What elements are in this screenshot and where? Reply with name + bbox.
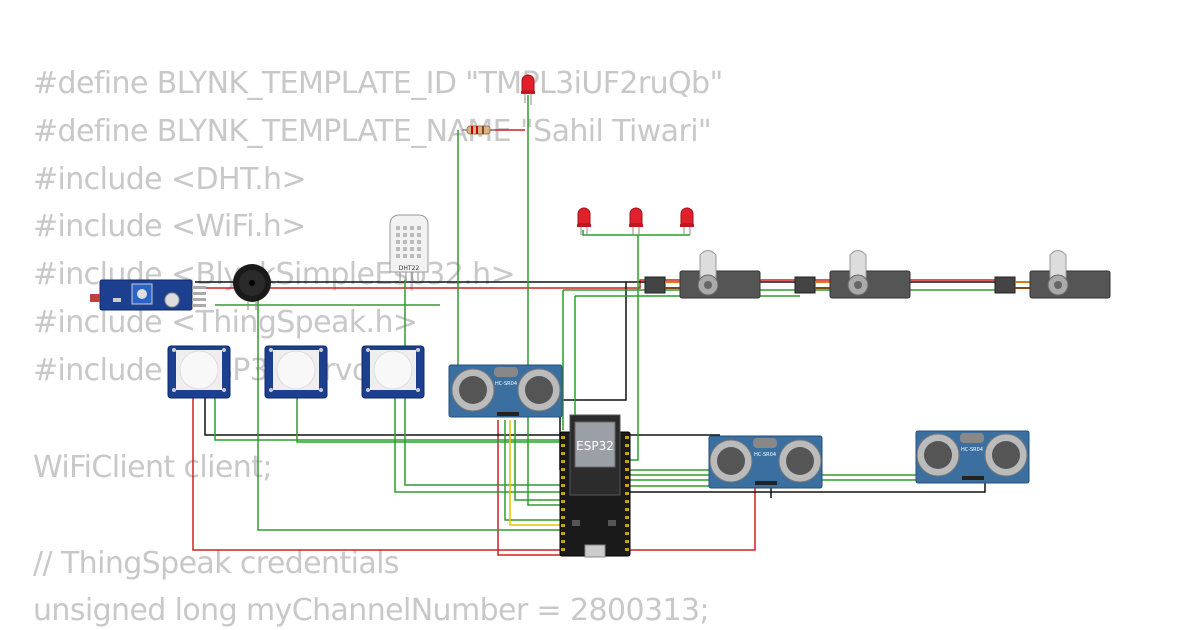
wire-green-signal [257,300,560,531]
ultrasonic-sensor-1: HC-SR04 [448,364,563,418]
wire-green-signal [514,420,560,501]
ultrasonic-label: HC-SR04 [961,447,983,453]
wire-green-signal [214,395,560,441]
ultrasonic-sensor-2: HC-SR04 [708,435,823,489]
code-line: #include <WiFi.h> [33,209,306,244]
esp32-board: ESP32 [559,414,631,558]
wire-yellow-signal [509,420,560,526]
wire-black-ground [630,480,986,493]
led-2 [629,207,643,235]
wire-green-signal [582,230,690,236]
wire-green-signal [504,420,560,521]
pir-sensor-2 [264,345,328,399]
pir-sensor-1 [167,345,231,399]
wires [100,95,1000,556]
code-line: #include <ThingSpeak.h> [33,305,418,340]
wire-green-signal [630,235,639,461]
ultrasonic-label: HC-SR04 [495,381,517,387]
wire-red-power [497,420,578,556]
servo-3 [994,250,1111,299]
ultrasonic-sensor-3: HC-SR04 [915,430,1030,484]
code-line: #include <DHT.h> [33,162,307,197]
wire-red-power [192,395,756,551]
wire-black-ground [204,395,720,436]
dht22-label: DHT22 [399,265,420,272]
led-top [521,74,535,105]
code-line: // ThingSpeak credentials [33,546,400,581]
servo-2 [794,250,911,299]
pir-sensor-3 [361,345,425,399]
code-line: unsigned long myChannelNumber = 2800313; [33,593,710,628]
code-line: #define BLYNK_TEMPLATE_NAME "Sahil Tiwar… [33,114,712,149]
servo-1 [644,250,761,299]
led-3 [680,207,694,235]
resistor [462,125,495,135]
dht22-sensor: DHT22 [389,214,429,282]
led-1 [577,207,591,235]
wire-green-signal [527,95,560,506]
buzzer [233,264,271,310]
wire-green-signal [296,395,560,443]
ldr-module [90,279,206,311]
wire-red-power [100,279,1000,289]
ultrasonic-label: HC-SR04 [754,452,776,458]
code-line: #define BLYNK_TEMPLATE_ID "TMPL3iUF2ruQb… [33,66,723,101]
esp32-label: ESP32 [576,439,614,453]
